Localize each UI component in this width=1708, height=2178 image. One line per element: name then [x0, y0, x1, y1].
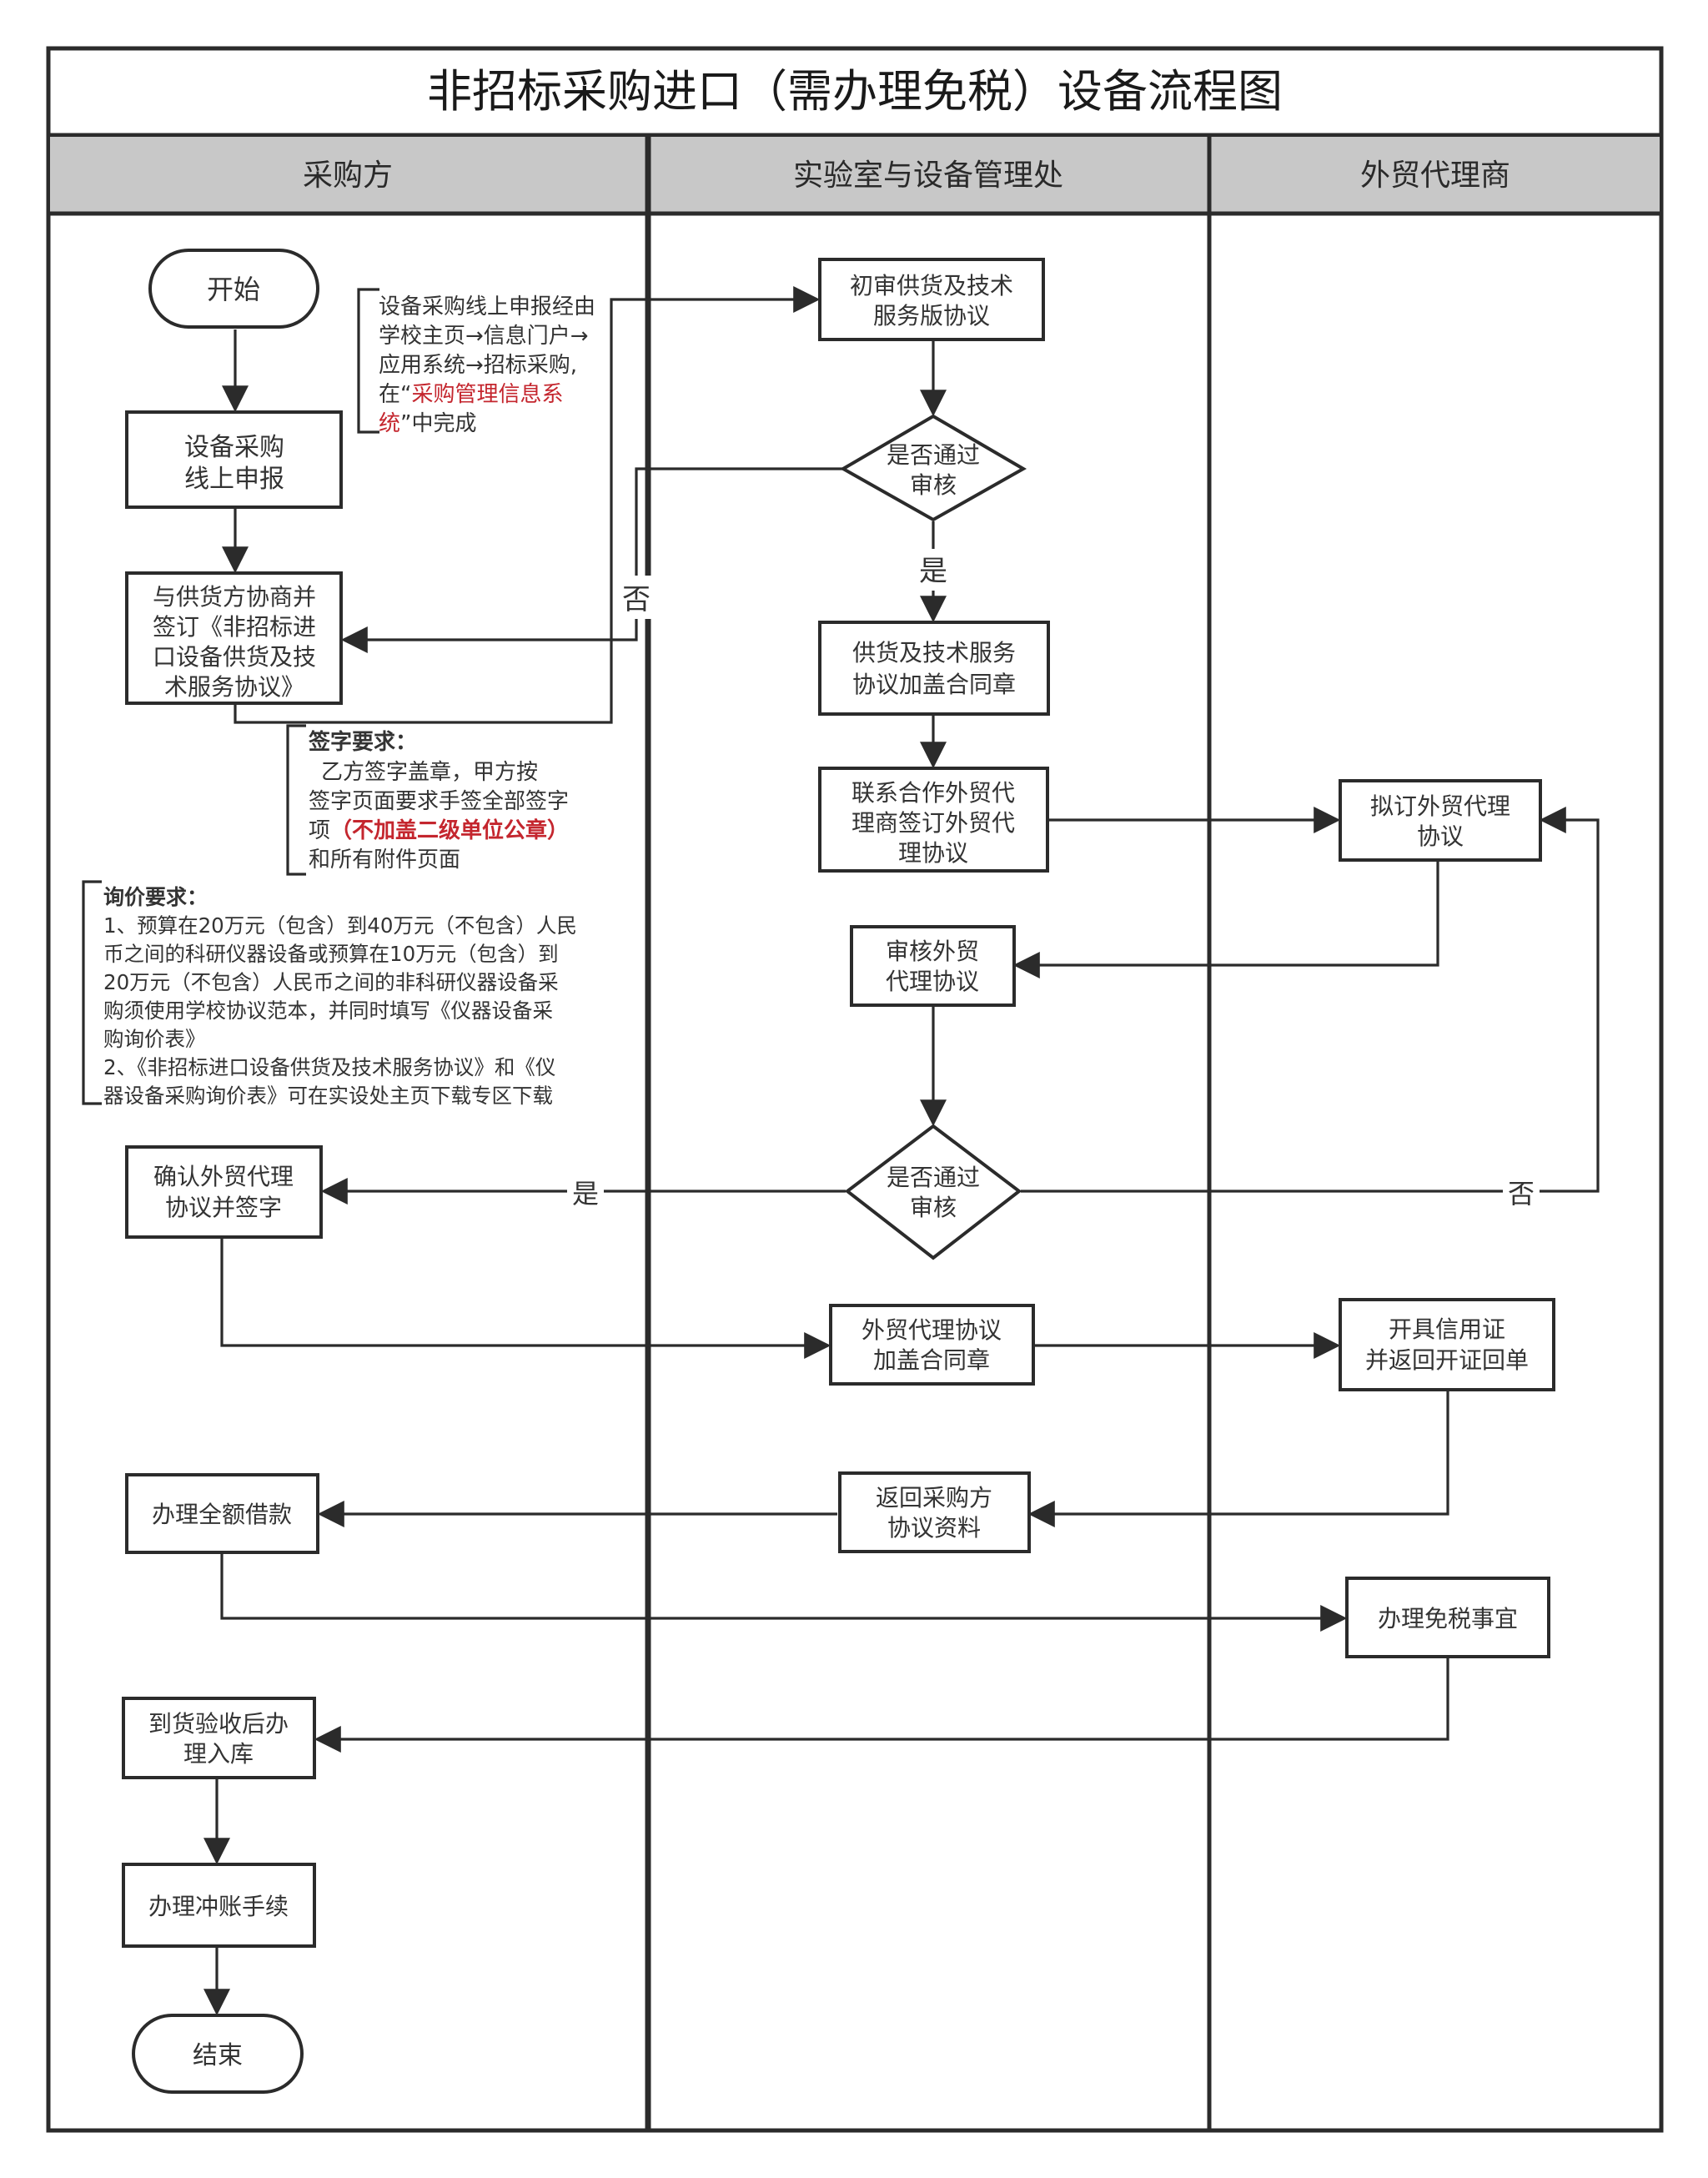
svg-text:办理免税事宜: 办理免税事宜	[1378, 1605, 1518, 1632]
label-yes-2: 是	[572, 1178, 599, 1210]
svg-text:签订《非招标进: 签订《非招标进	[153, 613, 316, 641]
svg-text:开具信用证: 开具信用证	[1389, 1315, 1505, 1343]
svg-text:理入库: 理入库	[183, 1740, 254, 1768]
svg-text:统”中完成: 统”中完成	[379, 411, 477, 436]
svg-text:和所有附件页面: 和所有附件页面	[309, 848, 460, 873]
edge-draft-review2	[1012, 862, 1439, 978]
svg-text:购询价表》: 购询价表》	[103, 1027, 206, 1051]
svg-text:开始: 开始	[207, 274, 260, 305]
diagram-frame	[46, 46, 1664, 2133]
svg-text:2、《非招标进口设备供货及技术服务协议》和《仪: 2、《非招标进口设备供货及技术服务协议》和《仪	[103, 1055, 555, 1079]
note-online-application: 设备采购线上申报经由 学校主页→信息门户→ 应用系统→招标采购, 在“采购管理信…	[357, 288, 595, 436]
note-signing-requirements: 签字要求： 乙方签字盖章，甲方按 签字页面要求手签全部签字 项（不加盖二级单位公…	[286, 724, 569, 876]
svg-text:在“采购管理信息系: 在“采购管理信息系	[379, 382, 564, 407]
svg-text:结束: 结束	[193, 2041, 243, 2070]
svg-text:确认外贸代理: 确认外贸代理	[153, 1163, 294, 1190]
svg-text:拟订外贸代理: 拟订外贸代理	[1370, 792, 1510, 820]
node-start: 开始	[148, 249, 319, 329]
svg-text:与供货方协商并: 与供货方协商并	[153, 583, 316, 611]
svg-text:器设备采购询价表》可在实设处主页下载专区下载: 器设备采购询价表》可在实设处主页下载专区下载	[103, 1084, 553, 1108]
svg-text:签字页面要求手签全部签字: 签字页面要求手签全部签字	[309, 789, 569, 814]
edge-taxfree-storage	[314, 1658, 1449, 1753]
svg-text:供货及技术服务: 供货及技术服务	[852, 639, 1016, 666]
svg-text:20万元（不包含）人民币之间的非科研仪器设备采: 20万元（不包含）人民币之间的非科研仪器设备采	[103, 970, 559, 994]
svg-text:线上申报: 线上申报	[184, 465, 284, 494]
node-confirm-sign: 确认外贸代理 协议并签字	[125, 1145, 323, 1239]
svg-text:理协议: 理协议	[898, 839, 968, 867]
svg-text:协议资料: 协议资料	[887, 1514, 981, 1542]
svg-text:签字要求：: 签字要求：	[309, 729, 417, 755]
edge-decision2-no	[1021, 807, 1600, 1193]
lane-header-bar	[50, 137, 1660, 212]
svg-text:联系合作外贸代: 联系合作外贸代	[851, 779, 1015, 807]
edge-confirm-stamp2	[220, 1239, 831, 1359]
node-acceptance-storage: 到货验收后办 理入库	[122, 1697, 316, 1779]
node-end: 结束	[132, 2014, 304, 2094]
svg-text:加盖合同章: 加盖合同章	[873, 1346, 990, 1374]
edge-loan-taxfree	[220, 1554, 1348, 1632]
svg-text:口设备供货及技: 口设备供货及技	[153, 643, 316, 671]
label-no-1: 否	[622, 583, 651, 616]
svg-text:办理全额借款: 办理全额借款	[152, 1501, 292, 1528]
svg-text:术服务协议》: 术服务协议》	[164, 673, 304, 701]
svg-text:是否通过: 是否通过	[887, 441, 980, 469]
svg-text:理商签订外贸代: 理商签订外贸代	[851, 809, 1015, 837]
node-letter-of-credit: 开具信用证 并返回开证回单	[1339, 1298, 1555, 1391]
svg-text:代理协议: 代理协议	[886, 968, 979, 995]
svg-text:币之间的科研仪器设备或预算在10万元（包含）到: 币之间的科研仪器设备或预算在10万元（包含）到	[103, 942, 559, 966]
svg-text:外贸代理协议: 外贸代理协议	[862, 1316, 1002, 1344]
edge-decision1-no	[340, 467, 843, 653]
svg-text:审核外贸: 审核外贸	[886, 938, 979, 965]
node-stamp-supply-agreement: 供货及技术服务 协议加盖合同章	[818, 621, 1050, 716]
diagram-title: 非招标采购进口（需办理免税）设备流程图	[427, 65, 1283, 118]
lane-trade-agent: 外贸代理商	[1360, 158, 1510, 193]
node-apply: 设备采购 线上申报	[125, 410, 343, 509]
svg-text:协议: 协议	[1417, 822, 1464, 850]
svg-text:购须使用学校协议范本，并同时填写《仪器设备采: 购须使用学校协议范本，并同时填写《仪器设备采	[103, 998, 553, 1023]
node-write-off: 办理冲账手续	[122, 1863, 316, 1948]
svg-text:设备采购: 设备采购	[184, 433, 284, 462]
svg-text:项（不加盖二级单位公章）: 项（不加盖二级单位公章）	[309, 817, 569, 843]
svg-text:1、预算在20万元（包含）到40万元（不包含）人民: 1、预算在20万元（包含）到40万元（不包含）人民	[103, 913, 577, 938]
note-inquiry-requirements: 询价要求： 1、预算在20万元（包含）到40万元（不包含）人民 币之间的科研仪器…	[82, 880, 577, 1108]
svg-text:初审供货及技术: 初审供货及技术	[850, 272, 1013, 299]
svg-text:办理冲账手续: 办理冲账手续	[148, 1893, 289, 1920]
node-tax-exemption: 办理免税事宜	[1345, 1577, 1550, 1658]
node-decision-1: 是否通过 审核	[839, 414, 1027, 522]
svg-text:审核: 审核	[910, 1194, 957, 1221]
lane-purchaser: 采购方	[303, 158, 393, 193]
svg-text:并返回开证回单: 并返回开证回单	[1365, 1346, 1529, 1374]
node-decision-2: 是否通过 审核	[844, 1124, 1022, 1260]
node-draft-agency-agreement: 拟订外贸代理 协议	[1339, 779, 1542, 862]
svg-text:询价要求：: 询价要求：	[103, 885, 208, 909]
label-yes-1: 是	[919, 555, 947, 588]
node-contact-agent: 联系合作外贸代 理商签订外贸代 理协议	[818, 767, 1049, 873]
lane-lab-office: 实验室与设备管理处	[793, 158, 1063, 193]
node-stamp-agency-agreement: 外贸代理协议 加盖合同章	[829, 1304, 1035, 1386]
svg-text:审核: 审核	[910, 471, 957, 499]
svg-text:协议并签字: 协议并签字	[165, 1194, 282, 1221]
svg-text:乙方签字盖章，甲方按: 乙方签字盖章，甲方按	[321, 760, 538, 785]
svg-text:设备采购线上申报经由: 设备采购线上申报经由	[379, 294, 595, 319]
node-review-supply-agreement: 初审供货及技术 服务版协议	[818, 258, 1045, 341]
svg-text:协议加盖合同章: 协议加盖合同章	[852, 671, 1016, 698]
node-review-agency-agreement: 审核外贸 代理协议	[850, 925, 1016, 1007]
svg-text:学校主页→信息门户→: 学校主页→信息门户→	[379, 324, 589, 349]
svg-text:应用系统→招标采购,: 应用系统→招标采购,	[379, 353, 577, 378]
svg-text:返回采购方: 返回采购方	[876, 1484, 992, 1512]
node-full-loan: 办理全额借款	[125, 1473, 319, 1554]
node-return-documents: 返回采购方 协议资料	[838, 1471, 1031, 1553]
label-no-2: 否	[1508, 1178, 1535, 1210]
svg-text:到货验收后办: 到货验收后办	[148, 1710, 289, 1738]
svg-text:服务版协议: 服务版协议	[873, 302, 990, 329]
node-negotiate: 与供货方协商并 签订《非招标进 口设备供货及技 术服务协议》	[125, 571, 343, 705]
edge-credit-return	[1027, 1391, 1449, 1527]
svg-text:是否通过: 是否通过	[887, 1164, 980, 1191]
edge-negotiate-review1	[234, 286, 821, 724]
